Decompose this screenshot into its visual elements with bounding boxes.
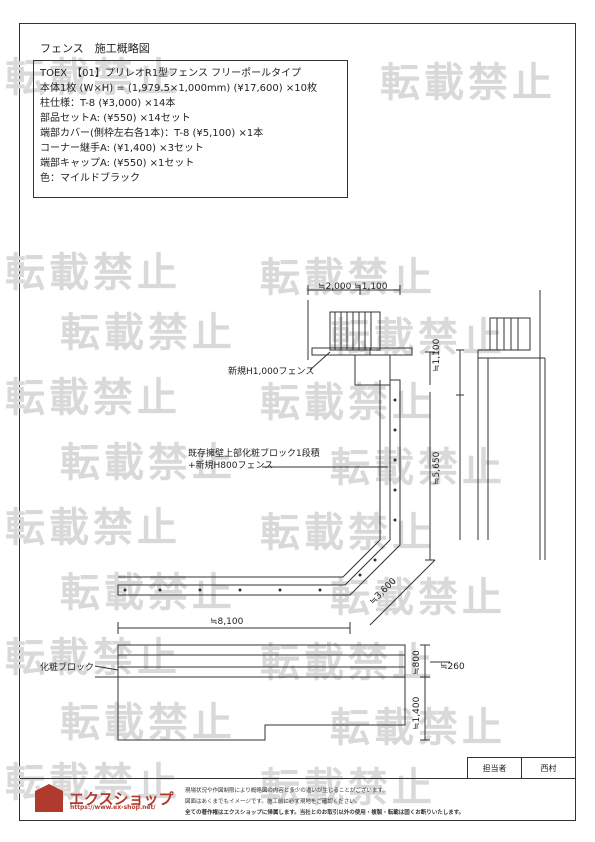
watermark: 転載禁止: [330, 705, 506, 751]
watermark: 転載禁止: [330, 575, 506, 621]
dimension-260: ≒260: [440, 662, 465, 672]
spec-line: 部品セットA: (¥550) ×14セット: [40, 113, 191, 124]
spec-line: 端部キャップA: (¥550) ×1セット: [40, 158, 195, 169]
stamp-name: 西村: [540, 763, 557, 773]
existing-wall-label-2: +新規H800フェンス: [188, 461, 274, 471]
spec-line: コーナー継手A: (¥1,400) ×3セット: [40, 143, 204, 154]
watermark: 転載禁止: [260, 510, 436, 556]
approval-stamp: 担当者 西村: [467, 757, 576, 779]
spec-line: 本体1枚 (W×H) = (1,979.5×1,000mm) (¥17,600)…: [40, 83, 317, 94]
spec-line: 柱仕様：T-8 (¥3,000) ×14本: [40, 98, 176, 109]
watermark: 転載禁止: [5, 250, 181, 296]
dimension-1100: ≒1,100: [432, 338, 442, 372]
section-house: [489, 317, 531, 351]
watermark: 転載禁止: [5, 760, 181, 806]
new-fence-label: 新規H1,000フェンス: [228, 367, 315, 377]
watermark: 転載禁止: [60, 570, 236, 616]
watermark: 転載禁止: [5, 635, 181, 681]
brand-logo: エクスショップ: [35, 784, 174, 812]
footer-note: 図面はあくまでもイメージです。施工前に必ず現地をご確認ください。: [185, 799, 361, 805]
existing-wall-label: 既存擁壁上部化粧ブロック1段積: [188, 449, 320, 459]
watermark: 転載禁止: [260, 765, 436, 811]
decorative-block-label: 化粧ブロック: [40, 663, 95, 673]
decorative-block: [117, 666, 406, 678]
footer-note: 現場状況や作図制限により概略図の内容と多少の違いが生じることがございます。: [185, 788, 388, 794]
retaining-wall-block: [117, 379, 401, 596]
spec-line: 端部カバー(側枠左右各1本)：T-8 (¥5,100) ×1本: [40, 128, 264, 139]
house-steps: [329, 311, 381, 351]
footer-note: 全ての著作権はエクスショップに帰属します。当社とのお取引以外の使用・複製・転載は…: [185, 810, 465, 816]
page-title: フェンス 施工概略図: [40, 42, 150, 55]
spec-box: TOEX 【01】プリレオR1型フェンス フリーポールタイプ 本体1枚 (W×H…: [33, 60, 348, 198]
dimension-5650: ≒5,650: [432, 451, 442, 485]
spec-line: 色：マイルドブラック: [40, 173, 140, 184]
dimension-top: ≒2,000 ≒1,100: [318, 282, 388, 292]
watermark: 転載禁止: [5, 505, 181, 551]
watermark: 転載禁止: [60, 700, 236, 746]
watermark: 転載禁止: [260, 255, 436, 301]
dimension-800: ≒800: [412, 650, 422, 675]
footer: [20, 778, 575, 821]
drawing-sheet: [19, 23, 576, 821]
brand-name: エクスショップ: [69, 789, 174, 808]
elevation-fence: [117, 644, 406, 668]
watermark: 転載禁止: [60, 310, 236, 356]
brand-url[interactable]: https://www.ex-shop.net/: [70, 804, 156, 811]
house-icon: [35, 784, 63, 812]
spec-line: TOEX 【01】プリレオR1型フェンス フリーポールタイプ: [40, 68, 302, 79]
watermark: 転載禁止: [260, 380, 436, 426]
watermark: 転載禁止: [5, 375, 181, 421]
watermark: 転載禁止: [330, 445, 506, 491]
dimension-1400: ≒1,400: [412, 696, 422, 730]
dimension-8100: ≒8,100: [210, 617, 244, 627]
watermark: 転載禁止: [260, 640, 436, 686]
watermark: 転載禁止: [60, 440, 236, 486]
watermark: 転載禁止: [380, 60, 556, 106]
stamp-role: 担当者: [468, 758, 522, 778]
